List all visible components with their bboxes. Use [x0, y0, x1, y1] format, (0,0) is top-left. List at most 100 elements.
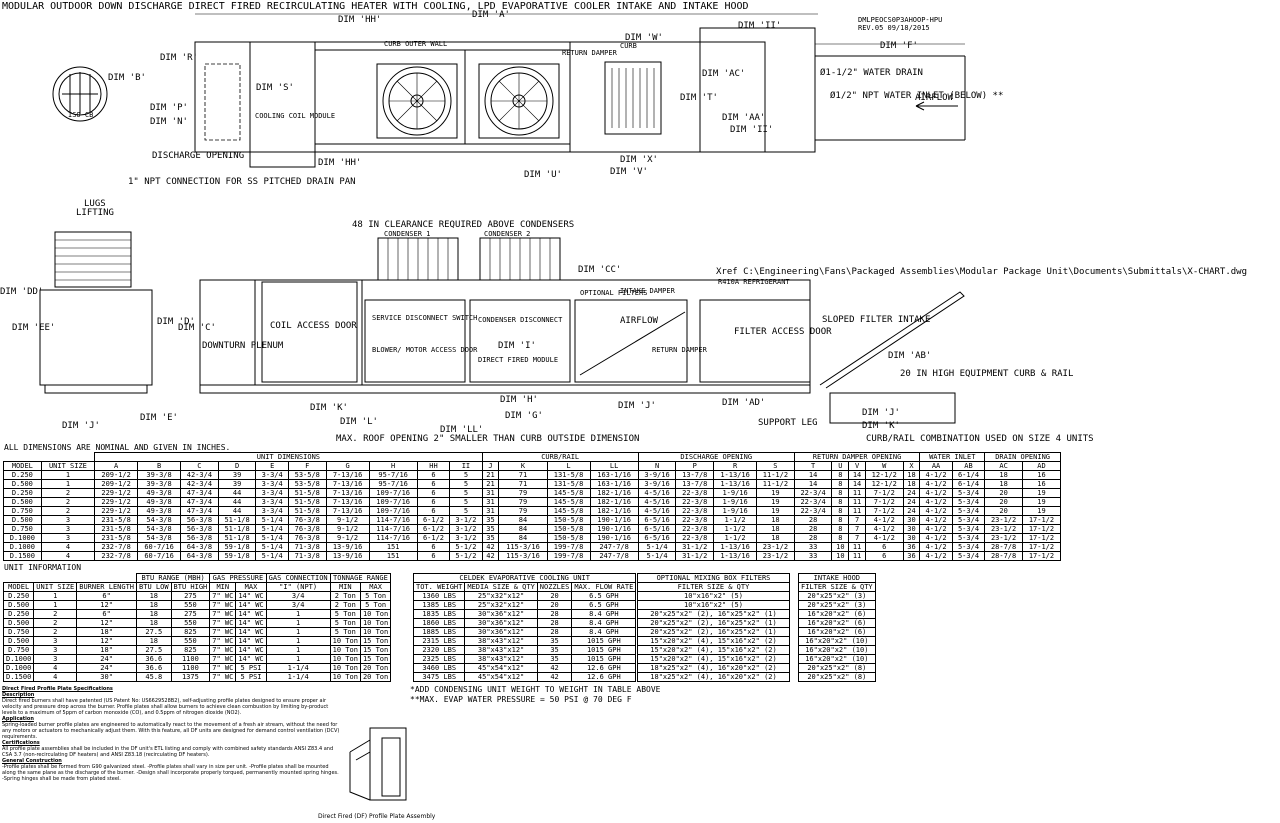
table-cell: 3-3/4	[255, 479, 289, 489]
table-cell: 1385 LBS	[412, 600, 466, 610]
discharge-opening-label: DISCHARGE OPENING	[152, 151, 244, 161]
table-cell: 7	[848, 515, 866, 525]
table-cell: 109-7/16	[368, 506, 418, 516]
table-cell: 49-3/8	[137, 497, 182, 507]
table-cell: 6	[416, 506, 451, 516]
table-cell: 12.6 GPH	[571, 663, 637, 673]
column-header: BURNER LENGTH	[76, 582, 138, 592]
table-cell: D.500	[3, 479, 42, 489]
table-cell: 18	[756, 533, 795, 543]
table-cell: 16	[1021, 479, 1062, 489]
table-cell: 8	[831, 533, 850, 543]
table-cell: 76-3/8	[287, 524, 327, 534]
table-cell: 4-1/2	[864, 533, 904, 543]
dim-hh-top-label: DIM 'HH'	[338, 15, 381, 25]
table-cell: 33	[793, 542, 833, 552]
return-damper-side-label: RETURN DAMPER	[652, 346, 708, 354]
table-cell: 20"x25"x2" (3)	[798, 600, 876, 610]
table-cell: 1-9/16	[713, 488, 758, 498]
table-cell: 5-3/4	[951, 497, 986, 507]
table-cell: 150-5/8	[546, 533, 591, 543]
group-header: TONNAGE RANGE	[329, 573, 392, 583]
table-cell: 550	[170, 636, 211, 646]
curb-label: CURB	[620, 42, 637, 50]
table-cell: 14" WC	[235, 591, 267, 601]
table-cell: 4-1/2	[919, 488, 953, 498]
table-cell: 11	[848, 506, 866, 516]
table-cell: 3	[40, 515, 96, 525]
drawing-ref-line2: REV.05 09/18/2015	[858, 24, 930, 32]
table-cell: 44	[217, 497, 257, 507]
intake-damper-label: INTAKE DAMPER	[620, 287, 676, 295]
dim-ii-top-label: DIM 'II'	[738, 21, 781, 31]
table-cell: 7-1/2	[864, 488, 904, 498]
table-cell: 209-1/2	[94, 479, 139, 489]
table-cell: 15"x20"x2" (4), 15"x16"x2" (2)	[637, 654, 790, 664]
table-cell: 17-1/2	[1021, 515, 1062, 525]
profile-plate-specifications: Direct Fired Profile Plate Specification…	[2, 686, 342, 782]
table-cell: 3-1/2	[449, 533, 483, 543]
table-cell: 56-3/8	[180, 533, 219, 543]
table-cell: 6	[864, 551, 904, 561]
table-cell: 5-1/4	[255, 515, 289, 525]
dim-p-label: DIM 'P'	[150, 103, 188, 113]
table-cell: 7" WC	[209, 618, 237, 628]
column-header: V	[848, 461, 866, 471]
table-cell: 1	[265, 654, 331, 664]
table-cell: 4-1/2	[919, 542, 953, 552]
mixing-box-filters-table: OPTIONAL MIXING BOX FILTERS FILTER SIZE …	[637, 573, 790, 682]
table-cell: 1-1/2	[713, 533, 758, 543]
table-cell: 7-1/2	[864, 497, 904, 507]
profile-plate-figure: Direct Fired (DF) Profile Plate Assembly	[318, 727, 436, 820]
table-cell: 49-3/8	[137, 506, 182, 516]
dimension-table-group-row: UNIT DIMENSIONS CURB/RAIL DISCHARGE OPEN…	[3, 452, 1061, 462]
table-cell: 5	[449, 497, 483, 507]
table-cell: 5-1/4	[637, 551, 677, 561]
table-cell: 1-1/4	[265, 663, 331, 673]
spec-text: -Profile plates shall be formed from G90…	[2, 764, 339, 782]
table-cell: 28-7/8	[984, 542, 1023, 552]
table-cell: 79	[498, 488, 548, 498]
spec-heading: General Construction	[2, 758, 62, 764]
table-cell: D.750	[3, 524, 42, 534]
table-cell: 5	[449, 470, 483, 480]
table-cell: 275	[170, 609, 211, 619]
table-cell: 84	[498, 515, 548, 525]
table-cell: 15 Ton	[359, 636, 392, 646]
table-cell: 24	[902, 497, 921, 507]
table-cell: 64-3/8	[180, 542, 219, 552]
column-header: MEDIA SIZE & QTY	[464, 582, 538, 592]
table-cell: 12-1/2	[864, 479, 904, 489]
table-cell: 12-1/2	[864, 470, 904, 480]
condensing-note: *ADD CONDENSING UNIT WEIGHT TO WEIGHT IN…	[410, 685, 661, 694]
table-cell: 15 Ton	[359, 645, 392, 655]
table-cell: 1-13/16	[713, 551, 758, 561]
downturn-plenum-label: DOWNTURN PLENUM	[202, 341, 284, 351]
table-cell: 14	[793, 479, 833, 489]
table-cell: 30"x36"x12"	[464, 618, 538, 628]
table-cell: 47-3/4	[180, 497, 219, 507]
table-cell: 28	[536, 618, 573, 628]
table-cell: 38"x43"x12"	[464, 654, 538, 664]
table-cell: 1	[265, 636, 331, 646]
celdek-table: CELDEK EVAPORATIVE COOLING UNIT TOT. WEI…	[412, 573, 637, 682]
table-cell: 51-5/8	[287, 497, 327, 507]
table-cell: 10 Ton	[329, 645, 361, 655]
table-cell: 9-1/2	[325, 524, 370, 534]
table-cell: 5-3/4	[951, 515, 986, 525]
table-cell: 6	[416, 479, 451, 489]
xref-label: Xref C:\Engineering\Fans\Packaged Assemb…	[716, 267, 1247, 277]
column-header: E	[255, 461, 289, 471]
table-cell: 36.6	[136, 663, 172, 673]
group-header: GAS CONNECTION	[265, 573, 331, 583]
table-cell: D.500	[3, 515, 42, 525]
table-cell: 5	[449, 488, 483, 498]
